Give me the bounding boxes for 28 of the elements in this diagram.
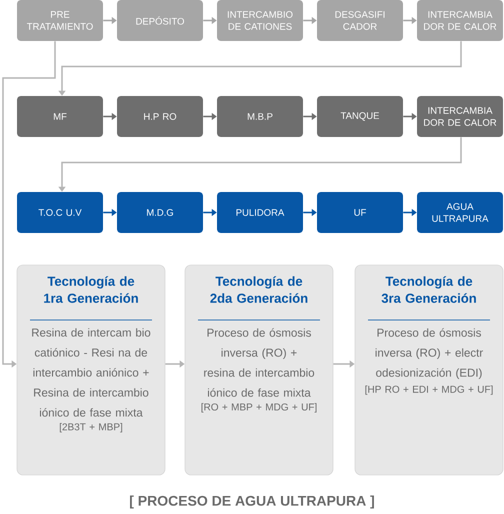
process-box: INTERCAMBIO DE CATIONES — [217, 0, 303, 41]
process-box: M.B.P — [217, 96, 303, 137]
card-body-text: Proceso de ósmosis inversa (RO) + resina de intercambio iónico de fase mixta — [204, 328, 314, 397]
formula-text: [HP RO + EDI + MDG + UF] — [365, 385, 493, 395]
generation-card — [16, 264, 166, 476]
process-box: UF — [317, 192, 403, 233]
process-box: MF — [17, 96, 103, 137]
card-body-text: Proceso de ósmosis inversa (RO) + electr odesionización (EDI) — [376, 328, 483, 380]
process-box: TANQUE — [317, 96, 403, 137]
process-box: T.O.C U.V — [17, 192, 103, 233]
process-box: INTERCAMBIA DOR DE CALOR — [417, 0, 503, 41]
process-box: AGUA ULTRAPURA — [417, 192, 503, 233]
process-box: PRE TRATAMIENTO — [17, 0, 103, 41]
generation-card — [184, 264, 334, 476]
formula-text: [RO + MBP + MDG + UF] — [202, 403, 316, 412]
card-heading: Tecnología de 1ra Generación — [44, 276, 138, 303]
caption: [ PROCESO DE AGUA ULTRAPURA ] — [130, 495, 374, 509]
generation-card — [354, 264, 504, 476]
card-body-text: Resina de intercam bio catiónico - Resi na de intercambio aniónico + Resina de intercambio iónico de fase mixta — [32, 328, 150, 417]
card-heading: Tecnología de 2da Generación — [210, 276, 308, 303]
process-box: DEPÓSITO — [117, 0, 203, 41]
process-box: H.P RO — [117, 96, 203, 137]
formula-text: [2B3T + MBP] — [60, 423, 122, 432]
process-box: DESGASIFI CADOR — [317, 0, 403, 41]
card-heading: Tecnología de 3ra Generación — [382, 276, 476, 303]
process-box: INTERCAMBIA DOR DE CALOR — [417, 96, 503, 137]
process-box: PULIDORA — [217, 192, 303, 233]
process-box: M.D.G — [117, 192, 203, 233]
